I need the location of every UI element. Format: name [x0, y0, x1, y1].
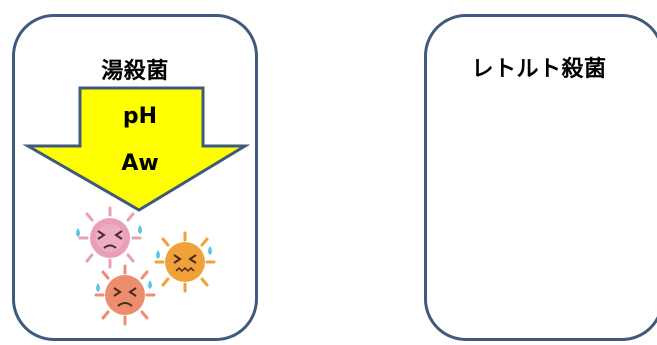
microbe-salmon: [94, 264, 156, 326]
microbe-orange: [154, 231, 216, 293]
arrow-shape: [22, 86, 251, 212]
panel-title: レトルト殺菌: [471, 57, 607, 82]
arrow-label-ph: pH: [122, 104, 158, 129]
panel-title: 湯殺菌: [101, 59, 169, 84]
arrow-label-aw: Aw: [121, 151, 159, 176]
microbe-pink: [76, 206, 142, 269]
panel-retort-sterilization: レトルト殺菌: [424, 14, 657, 341]
